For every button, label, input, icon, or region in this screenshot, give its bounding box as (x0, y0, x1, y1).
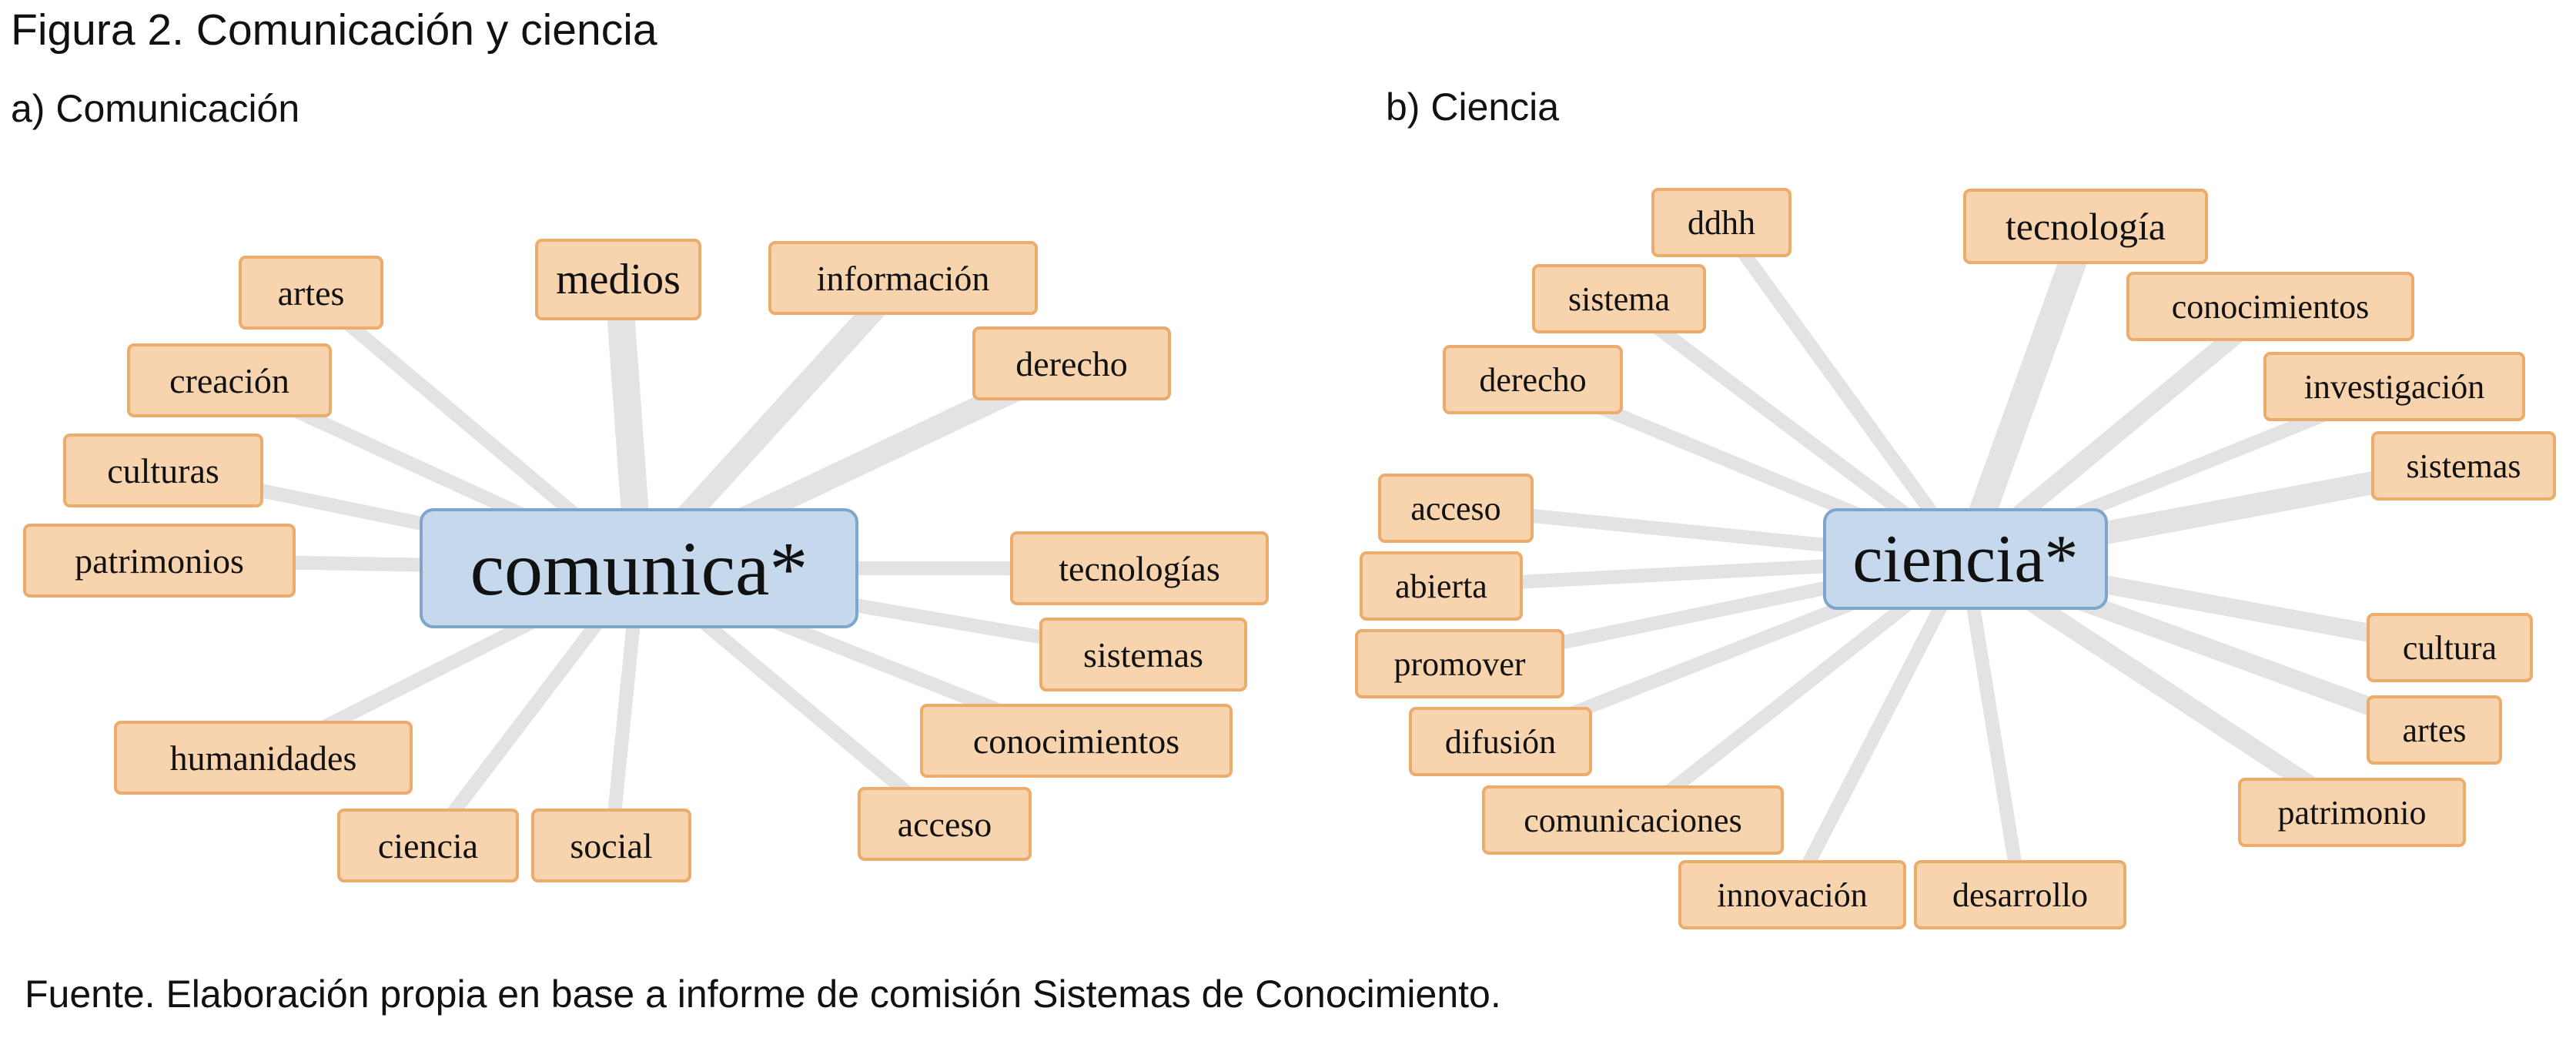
link-ciencia-desarrollo (1959, 557, 2027, 896)
link-ciencia-ddhh (1715, 218, 1972, 564)
term-node-comunicacion-derecho: derecho (972, 326, 1171, 400)
term-node-comunicacion-creacion: creación (127, 343, 332, 417)
link-ciencia-tecnologia (1952, 221, 2099, 564)
term-node-ciencia-desarrollo: desarrollo (1914, 860, 2126, 929)
term-node-ciencia-artes: artes (2367, 695, 2502, 765)
link-ciencia-innovacion (1786, 555, 1972, 899)
term-node-ciencia-abierta: abierta (1360, 551, 1523, 621)
term-node-ciencia-comunicaciones: comunicaciones (1482, 785, 1784, 855)
term-node-ciencia-cultura: cultura (2367, 613, 2533, 682)
term-node-comunicacion-culturas: culturas (63, 434, 263, 507)
term-node-comunicacion-tecnologias: tecnologías (1010, 531, 1269, 605)
term-node-comunicacion-humanidades: humanidades (114, 721, 413, 795)
term-node-ciencia-innovacion: innovación (1678, 860, 1906, 929)
term-node-ciencia-promover: promover (1355, 629, 1564, 698)
center-node-comunicacion: comunica* (420, 508, 858, 628)
term-node-ciencia-derecho: derecho (1443, 345, 1623, 414)
term-node-comunicacion-social: social (531, 809, 691, 882)
term-node-ciencia-sistema: sistema (1532, 264, 1706, 333)
term-node-ciencia-acceso: acceso (1378, 474, 1534, 543)
term-node-comunicacion-ciencia: ciencia (337, 809, 519, 882)
subtitle-comunicacion: a) Comunicación (11, 87, 300, 130)
center-node-ciencia: ciencia* (1823, 508, 2108, 610)
figure-title: Figura 2. Comunicación y ciencia (11, 5, 657, 55)
term-node-comunicacion-informacion: información (768, 241, 1038, 315)
term-node-ciencia-investigacion: investigación (2263, 352, 2525, 421)
term-node-comunicacion-sistemas: sistemas (1039, 618, 1247, 691)
term-node-ciencia-tecnologia: tecnología (1963, 189, 2208, 264)
term-node-comunicacion-acceso: acceso (858, 787, 1032, 861)
term-node-comunicacion-medios: medios (535, 239, 701, 320)
term-node-comunicacion-artes: artes (239, 256, 383, 330)
term-node-ciencia-patrimonio: patrimonio (2238, 778, 2466, 847)
term-node-comunicacion-conocimientos: conocimientos (920, 704, 1233, 778)
figure-source: Fuente. Elaboración propia en base a inf… (25, 973, 1501, 1016)
subtitle-ciencia: b) Ciencia (1386, 85, 1560, 129)
term-node-ciencia-sistemas: sistemas (2371, 431, 2556, 501)
term-node-ciencia-difusion: difusión (1409, 707, 1592, 776)
term-node-comunicacion-patrimonios: patrimonios (23, 524, 296, 598)
term-node-ciencia-ddhh: ddhh (1651, 188, 1791, 257)
term-node-ciencia-conocimientos: conocimientos (2126, 272, 2414, 341)
